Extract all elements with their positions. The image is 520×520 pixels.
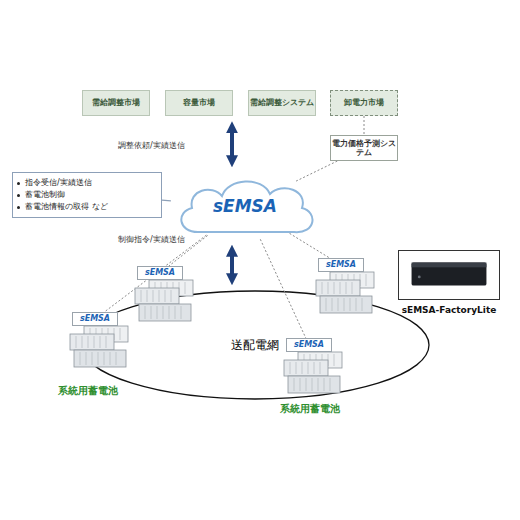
node-text: sEMSA bbox=[145, 268, 175, 278]
node-text: sEMSA bbox=[80, 314, 110, 324]
battery-stack bbox=[135, 280, 193, 321]
double-arrow bbox=[230, 126, 234, 163]
node-text: 送配電網 bbox=[231, 337, 279, 354]
node-text: 電力価格予測システム bbox=[332, 139, 396, 158]
grid-ring: 送配電網 bbox=[80, 290, 430, 400]
node-text: sEMSA bbox=[294, 340, 324, 350]
bullet-dot bbox=[17, 194, 20, 197]
edge-label: 制御指令/実績送信 bbox=[118, 234, 185, 245]
callout-text: 蓄電池情報の取得 など bbox=[25, 201, 108, 213]
node-text: sEMSA bbox=[326, 260, 356, 270]
controller-tag: sEMSA bbox=[286, 338, 332, 352]
group-label: 系統用蓄電池 bbox=[280, 402, 340, 416]
market-box: 容量市場 bbox=[165, 90, 233, 116]
controller-tag: sEMSA bbox=[318, 258, 364, 272]
node-text: sEMSA bbox=[213, 196, 277, 216]
device-led bbox=[418, 275, 421, 278]
controller-tag: sEMSA bbox=[72, 312, 118, 326]
node-text: 需給調整システム bbox=[250, 98, 314, 108]
bullet-dot bbox=[17, 206, 20, 209]
market-box: 需給調整市場 bbox=[82, 90, 150, 116]
ring-outline bbox=[81, 291, 429, 399]
bullet-dot bbox=[17, 182, 20, 185]
device-photo: sEMSA-FactoryLite bbox=[398, 250, 500, 300]
callout-text: 蓄電池制御 bbox=[25, 189, 65, 201]
edge-label: 調整依頼/実績送信 bbox=[118, 140, 185, 151]
callout-text: 指令受信/実績送信 bbox=[25, 177, 92, 189]
dotted-link bbox=[260, 239, 305, 338]
double-arrow bbox=[230, 249, 234, 280]
node-text: 卸電力市場 bbox=[344, 98, 384, 108]
callout-box: 指令受信/実績送信蓄電池制御蓄電池情報の取得 など bbox=[12, 172, 162, 218]
group-label: 系統用蓄電池 bbox=[58, 384, 118, 398]
device-heading: sEMSA-FactoryLite bbox=[389, 305, 509, 315]
dotted-link bbox=[296, 161, 337, 181]
dotted-link bbox=[290, 233, 330, 258]
battery-stack bbox=[316, 272, 374, 313]
cloud-node: sEMSA bbox=[170, 172, 320, 240]
dotted-link bbox=[162, 200, 171, 202]
dotted-link bbox=[364, 116, 365, 135]
node-text: 容量市場 bbox=[183, 98, 215, 108]
battery-stack bbox=[70, 326, 128, 367]
system-box: 需給調整システム bbox=[248, 90, 316, 116]
market-box: 卸電力市場 bbox=[330, 90, 398, 116]
device-body bbox=[412, 263, 487, 286]
cloud-outline bbox=[181, 181, 312, 232]
node-text: 需給調整市場 bbox=[92, 98, 140, 108]
system-box: 電力価格予測システム bbox=[330, 135, 398, 161]
device-top bbox=[412, 263, 487, 268]
battery-stack bbox=[284, 352, 342, 393]
device-image bbox=[399, 251, 499, 299]
controller-tag: sEMSA bbox=[137, 266, 183, 280]
